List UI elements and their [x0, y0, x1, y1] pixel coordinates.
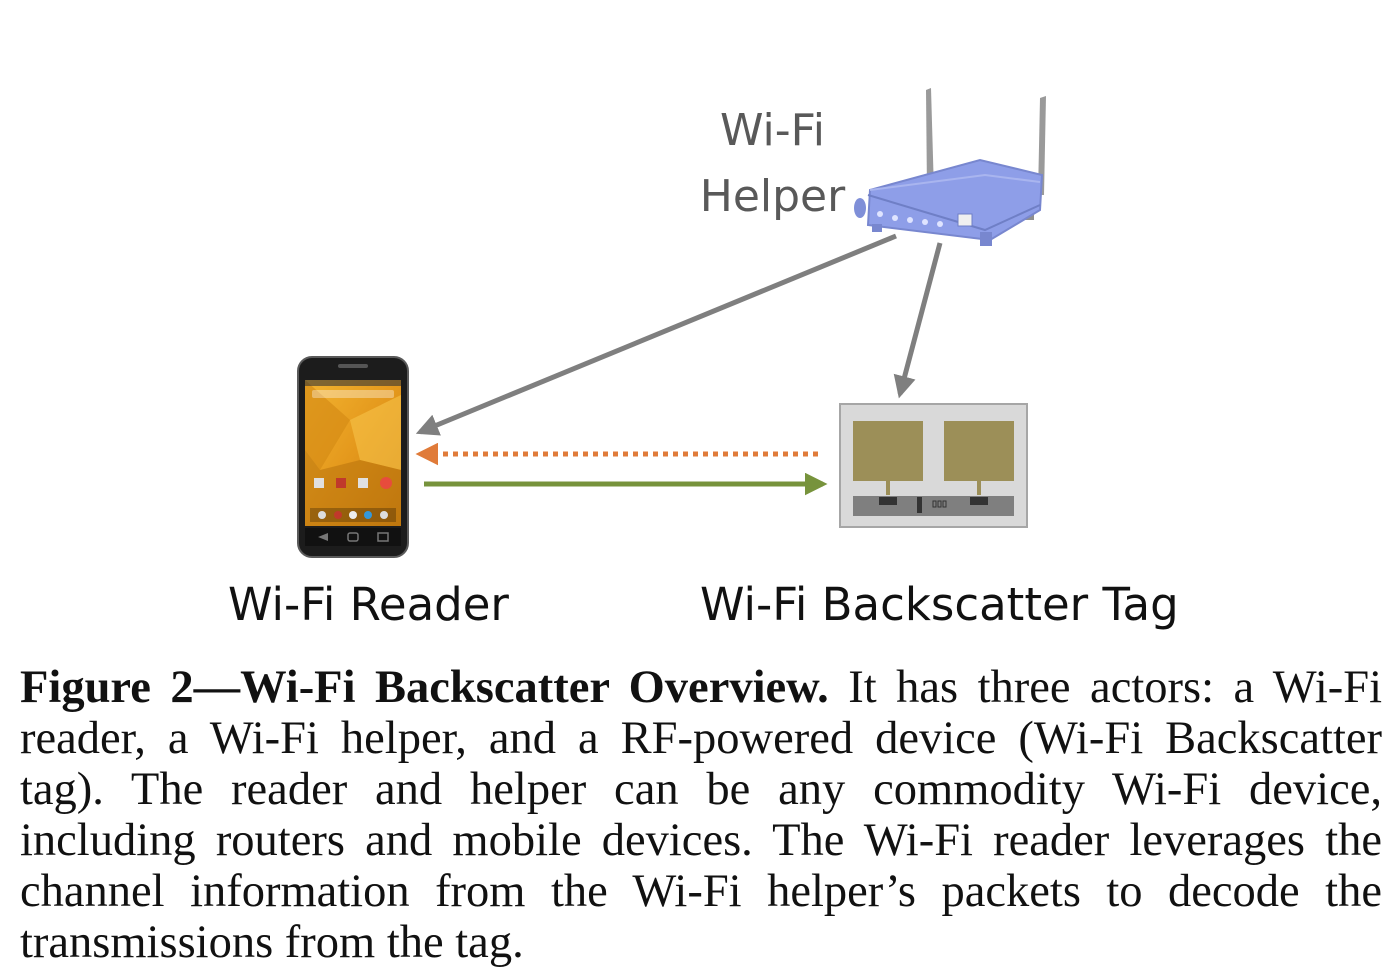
- figure-diagram: Wi-Fi Helper Wi-Fi Reader Wi-Fi Backscat…: [228, 88, 1179, 631]
- figure-caption: Figure 2—Wi-Fi Backscatter Overview. It …: [20, 662, 1382, 968]
- caption-figure-label: Figure 2—Wi-Fi Backscatter Overview.: [20, 662, 829, 713]
- helper-label-line2: Helper: [699, 171, 846, 222]
- helper-label-line1: Wi-Fi: [720, 105, 825, 156]
- helper-to-tag-arrow: [893, 242, 943, 399]
- caption-text: It has three actors: a Wi-Fi reader, a W…: [20, 662, 1382, 968]
- helper-label: Wi-Fi Helper: [690, 98, 855, 230]
- tag-label: Wi-Fi Backscatter Tag: [700, 578, 1179, 631]
- smartphone-icon: [297, 356, 409, 558]
- router-icon: [854, 88, 1046, 246]
- reader-label: Wi-Fi Reader: [228, 578, 509, 631]
- backscatter-tag-icon: [839, 403, 1028, 528]
- helper-to-reader-arrow: [415, 233, 897, 436]
